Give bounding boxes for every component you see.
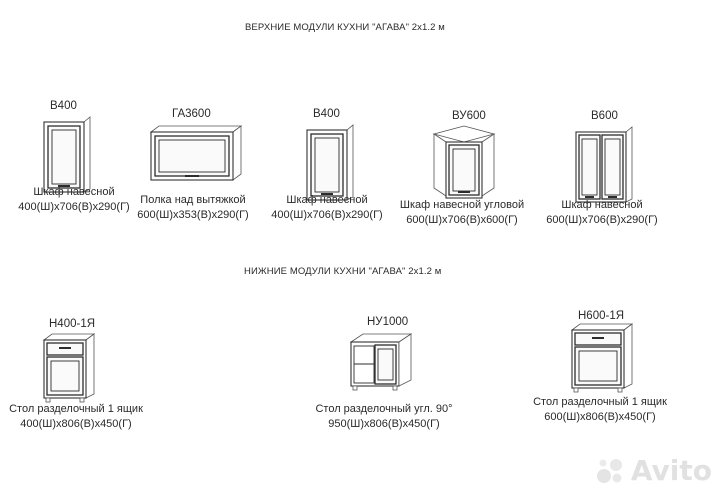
module-code: В600 <box>591 110 618 122</box>
module-name: Шкаф навесной <box>286 194 368 206</box>
module-size: 950(Ш)х806(В)х450(Г) <box>328 418 440 430</box>
module-name: Стол разделочный 1 ящик <box>9 403 143 415</box>
module-name: Шкаф навесной <box>561 199 643 211</box>
module-size: 600(Ш)х806(В)х450(Г) <box>544 411 656 423</box>
hood-shelf-drawing <box>149 125 243 181</box>
wall-cabinet-drawing <box>306 124 354 201</box>
module-size: 600(Ш)х706(В)х600(Г) <box>406 214 518 226</box>
double-wall-cabinet-drawing <box>575 126 633 203</box>
corner-base-cabinet-drawing <box>349 333 413 391</box>
module-code: ГА3600 <box>172 108 211 120</box>
module-size: 400(Ш)х806(В)х450(Г) <box>20 418 132 430</box>
base-cabinet-drawer-drawing <box>42 333 96 403</box>
module-code: Н600-1Я <box>578 310 625 322</box>
module-name: Стол разделочный угл. 90° <box>315 403 453 415</box>
module-size: 400(Ш)х706(В)х290(Г) <box>271 209 383 221</box>
module-name: Стол разделочный 1 ящик <box>533 396 667 408</box>
module-code: В400 <box>313 108 340 120</box>
module-size: 600(Ш)х353(В)х290(Г) <box>137 209 249 221</box>
module-code: ВУ600 <box>452 110 486 122</box>
module-size: 400(Ш)х706(В)х290(Г) <box>18 201 130 213</box>
module-name: Полка над вытяжкой <box>140 194 246 206</box>
module-name: Шкаф навесной <box>33 186 115 198</box>
avito-logo-icon <box>596 458 622 483</box>
module-size: 600(Ш)х706(В)х290(Г) <box>546 214 658 226</box>
wall-cabinet-drawing <box>43 116 91 193</box>
avito-watermark-text: Avito <box>630 454 712 487</box>
lower-modules-heading: НИЖНИЕ МОДУЛИ КУХНИ "АГАВА" 2х1.2 м <box>244 266 442 277</box>
upper-modules-heading: ВЕРХНИЕ МОДУЛИ КУХНИ "АГАВА" 2х1.2 м <box>245 22 445 33</box>
avito-watermark: Avito <box>595 454 712 487</box>
module-code: В400 <box>50 100 77 112</box>
module-name: Шкаф навесной угловой <box>399 199 525 211</box>
corner-wall-cabinet-drawing <box>432 125 496 199</box>
module-code: НУ1000 <box>367 316 409 328</box>
base-cabinet-drawer-drawing <box>570 323 634 393</box>
module-code: Н400-1Я <box>49 318 96 330</box>
